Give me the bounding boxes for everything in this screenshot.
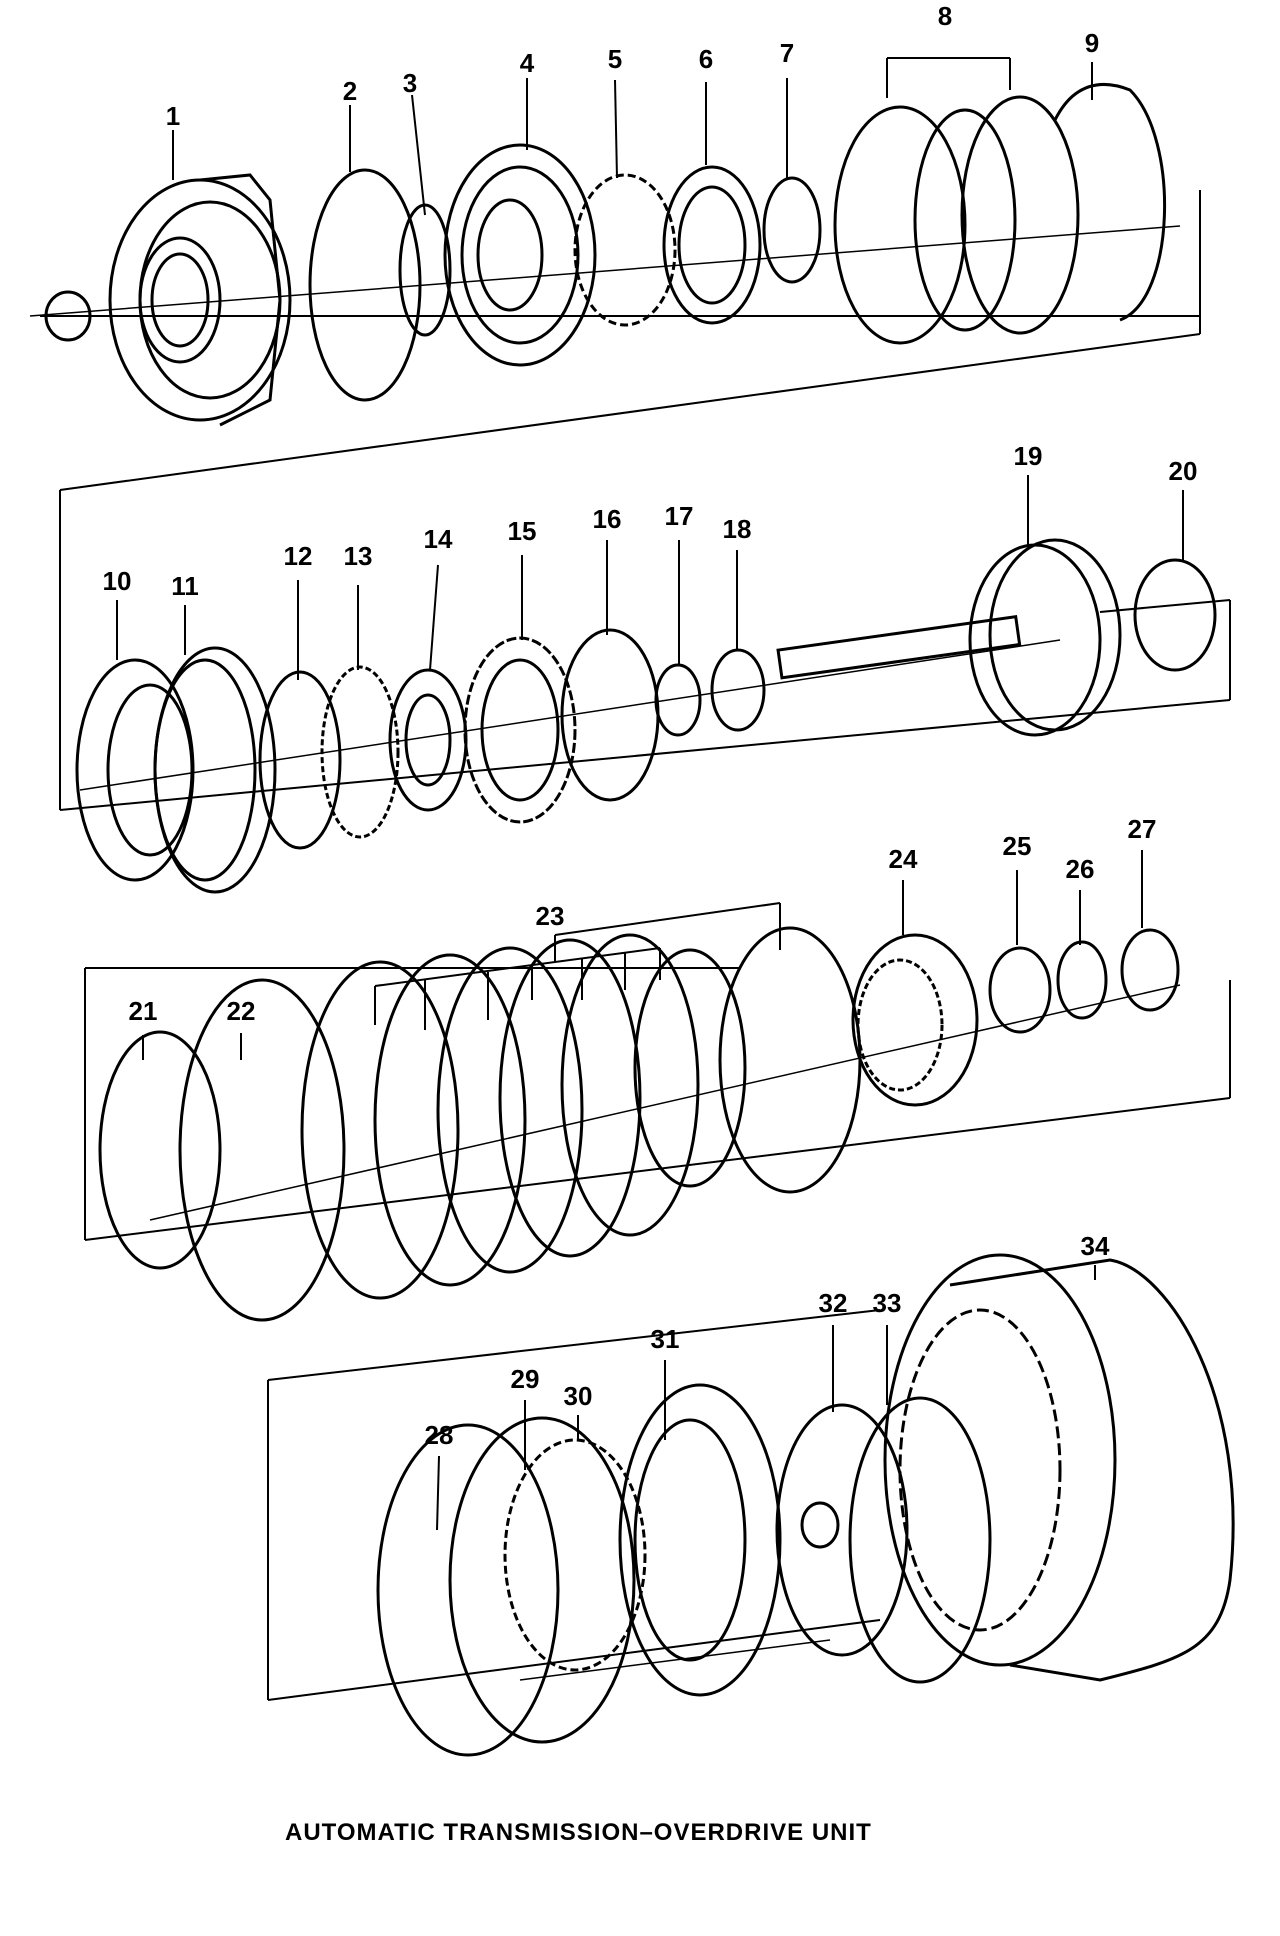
- part-8-plates: [833, 57, 1080, 345]
- callout-5: 5: [608, 44, 622, 74]
- callout-labels: 1 2 3 4 5 6 7 8 9 10 11 12 13 14 15 16 1…: [103, 1, 1198, 1450]
- part-32-seal: [775, 1403, 909, 1657]
- part-34-housing: [883, 1253, 1235, 1682]
- diagram-caption: AUTOMATIC TRANSMISSION–OVERDRIVE UNIT: [285, 1819, 872, 1846]
- row-2-group: [59, 490, 1231, 894]
- part-14-bearing: [388, 668, 468, 812]
- callout-20: 20: [1169, 456, 1198, 486]
- bracket-23: [374, 902, 781, 1030]
- callout-32: 32: [819, 1288, 848, 1318]
- part-33-seal: [848, 1396, 992, 1684]
- row-1-group: [29, 57, 1201, 491]
- part-22-snap-ring: [178, 978, 346, 1322]
- part-30-spring: [503, 1438, 647, 1672]
- callout-3: 3: [403, 68, 417, 98]
- part-1-drum: [44, 173, 292, 427]
- leader-lines: [116, 62, 1184, 1531]
- part-4-piston: [443, 143, 597, 367]
- part-13-gear: [320, 665, 400, 839]
- callout-18: 18: [723, 514, 752, 544]
- part-12-ring: [258, 670, 342, 850]
- part-26-washer: [1056, 940, 1108, 1020]
- callout-9: 9: [1085, 28, 1099, 58]
- part-15-sun-gear: [463, 636, 577, 824]
- callout-7: 7: [780, 38, 794, 68]
- part-17-washer: [654, 663, 702, 737]
- callout-14: 14: [424, 524, 453, 554]
- callout-29: 29: [511, 1364, 540, 1394]
- callout-25: 25: [1003, 831, 1032, 861]
- callout-15: 15: [508, 516, 537, 546]
- callout-24: 24: [889, 844, 918, 874]
- part-27-washer: [1120, 928, 1180, 1012]
- callout-27: 27: [1128, 814, 1157, 844]
- part-28-snap-ring: [376, 1423, 560, 1757]
- part-11-carrier: [153, 646, 277, 894]
- callout-12: 12: [284, 541, 313, 571]
- part-3-ring: [398, 203, 452, 337]
- callout-1: 1: [166, 101, 180, 131]
- row-3-group: [84, 902, 1231, 1322]
- callout-8: 8: [938, 1, 952, 31]
- row-4-group: [267, 1253, 1235, 1757]
- callout-17: 17: [665, 501, 694, 531]
- part-10-drum: [75, 658, 195, 882]
- callout-16: 16: [593, 504, 622, 534]
- part-19-shaft-hub: [776, 538, 1122, 737]
- callout-19: 19: [1014, 441, 1043, 471]
- part-9-snap-ring: [1053, 83, 1167, 322]
- part-6-race: [662, 165, 762, 325]
- callout-11: 11: [171, 571, 199, 601]
- callout-6: 6: [699, 44, 713, 74]
- part-16-plate: [560, 628, 660, 802]
- part-31-piston: [618, 1383, 782, 1697]
- part-24-hub: [851, 933, 979, 1107]
- callout-26: 26: [1066, 854, 1095, 884]
- part-23-clutch-pack: [300, 933, 747, 1300]
- callout-13: 13: [344, 541, 373, 571]
- callout-23: 23: [536, 901, 565, 931]
- callout-22: 22: [227, 996, 256, 1026]
- callout-33: 33: [873, 1288, 902, 1318]
- part-29-ring: [448, 1416, 636, 1744]
- callout-2: 2: [343, 76, 357, 106]
- callout-10: 10: [103, 566, 132, 596]
- part-2-ring: [308, 168, 422, 402]
- callout-21: 21: [129, 996, 158, 1026]
- part-5-bearing: [573, 173, 677, 327]
- callout-28: 28: [425, 1420, 454, 1450]
- part-21-plate: [98, 1030, 222, 1270]
- part-7-washer: [762, 176, 822, 284]
- callout-30: 30: [564, 1381, 593, 1411]
- callout-34: 34: [1081, 1231, 1110, 1261]
- callout-31: 31: [651, 1324, 680, 1354]
- part-20-ring: [1133, 558, 1217, 672]
- part-25-washer: [988, 946, 1052, 1034]
- callout-4: 4: [520, 48, 535, 78]
